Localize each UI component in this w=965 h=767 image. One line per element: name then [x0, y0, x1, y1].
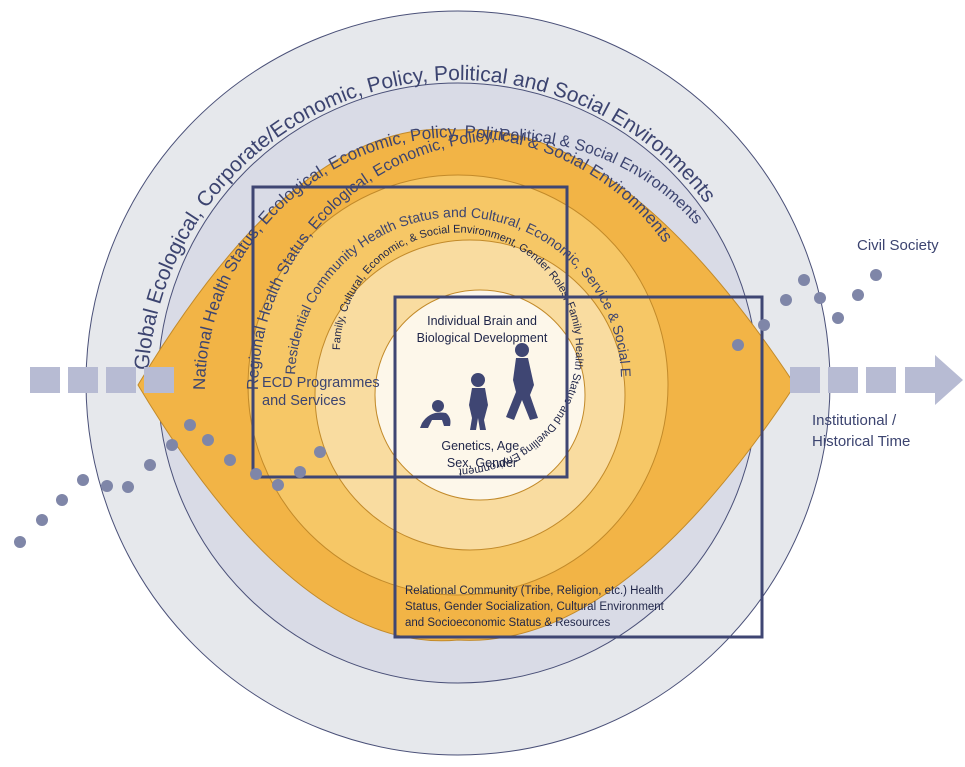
institutional-time-line2: Historical Time [812, 433, 910, 450]
relational-label-line3: and Socioeconomic Status & Resources [405, 617, 610, 629]
center-sub-line2: Sex, Gender [447, 456, 517, 470]
center-title-line1: Individual Brain and [427, 314, 537, 328]
ecd-label-line2: and Services [262, 393, 346, 409]
individual-box [393, 295, 569, 479]
institutional-time-line1: Institutional / [812, 412, 897, 429]
center-title-line2: Biological Development [417, 331, 548, 345]
ecd-label-line1: ECD Programmes [262, 375, 380, 391]
relational-label-line1: Relational Community (Tribe, Religion, e… [405, 585, 663, 597]
civil-society-label: Civil Society [857, 237, 939, 254]
center-sub-line1: Genetics, Age, [441, 439, 522, 453]
relational-label-line2: Status, Gender Socialization, Cultural E… [405, 601, 665, 613]
historical-time-arrow [30, 355, 963, 405]
child-development-figures-icon [420, 343, 538, 430]
civil-society-dots [14, 269, 882, 548]
